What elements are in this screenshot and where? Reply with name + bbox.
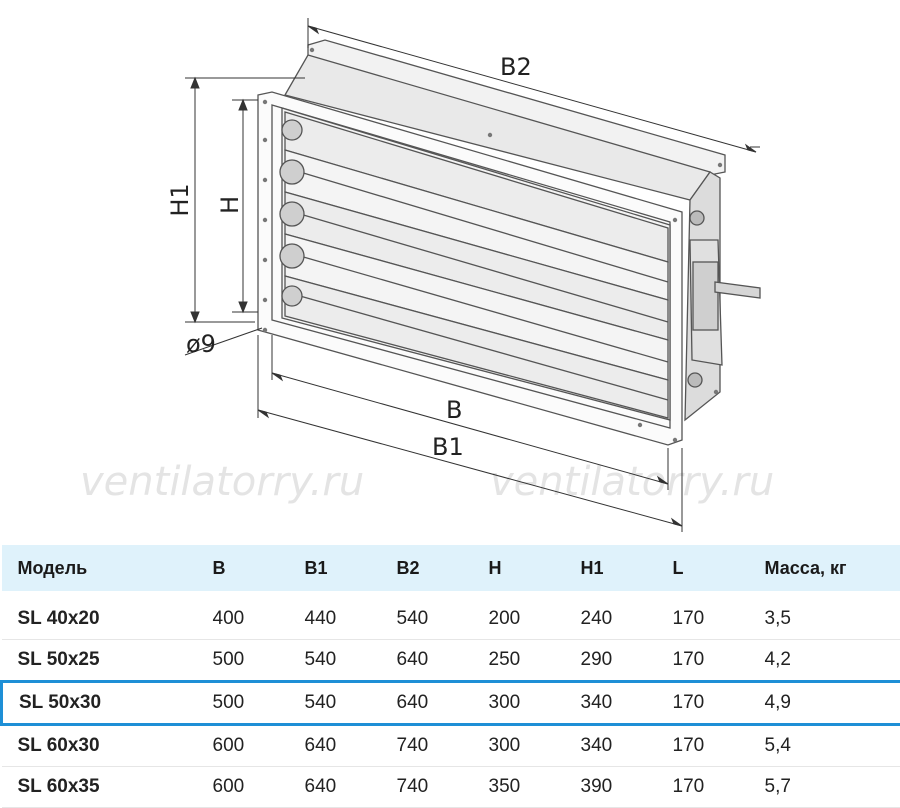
cell-b: 400 [197, 599, 289, 640]
watermark-text: ventilatorry.ru [80, 459, 364, 505]
cell-mass: 4,2 [749, 640, 900, 682]
cell-mass: 4,9 [749, 682, 900, 725]
cell-h: 250 [473, 640, 565, 682]
cell-l: 170 [657, 767, 749, 808]
damper-drawing: ventilatorry.ru ventilatorry.ru [0, 0, 900, 540]
cell-h: 350 [473, 767, 565, 808]
cell-mass: 5,4 [749, 725, 900, 767]
watermark-text: ventilatorry.ru [490, 459, 774, 505]
watermark: ventilatorry.ru ventilatorry.ru [80, 459, 774, 505]
cell-h1: 390 [565, 767, 657, 808]
cell-model: SL 60x30 [2, 725, 197, 767]
cell-h: 300 [473, 725, 565, 767]
cell-model: SL 50x30 [2, 682, 197, 725]
header-b1: B1 [289, 545, 381, 591]
cell-b: 500 [197, 640, 289, 682]
header-b: B [197, 545, 289, 591]
header-mass: Масса, кг [749, 545, 900, 591]
cell-h1: 340 [565, 725, 657, 767]
spec-table: Модель B B1 B2 H H1 L Масса, кг SL 40x20… [0, 545, 900, 808]
header-model: Модель [2, 545, 197, 591]
cell-b1: 640 [289, 767, 381, 808]
cell-b2: 640 [381, 682, 473, 725]
cell-b1: 540 [289, 640, 381, 682]
cell-b2: 740 [381, 725, 473, 767]
cell-h: 300 [473, 682, 565, 725]
cell-b: 600 [197, 725, 289, 767]
label-b1: B1 [432, 433, 464, 461]
cell-h1: 290 [565, 640, 657, 682]
header-l: L [657, 545, 749, 591]
cell-model: SL 50x25 [2, 640, 197, 682]
cell-l: 170 [657, 640, 749, 682]
cell-b1: 640 [289, 725, 381, 767]
cell-b2: 740 [381, 767, 473, 808]
cell-mass: 5,7 [749, 767, 900, 808]
label-hole: ø9 [186, 330, 216, 358]
cell-b: 500 [197, 682, 289, 725]
cell-b1: 540 [289, 682, 381, 725]
cell-mass: 3,5 [749, 599, 900, 640]
header-b2: B2 [381, 545, 473, 591]
label-h: H [216, 196, 244, 214]
cell-l: 170 [657, 725, 749, 767]
cell-h: 200 [473, 599, 565, 640]
cell-model: SL 40x20 [2, 599, 197, 640]
cell-model: SL 60x35 [2, 767, 197, 808]
cell-l: 170 [657, 682, 749, 725]
cell-h1: 340 [565, 682, 657, 725]
cell-b2: 640 [381, 640, 473, 682]
cell-b1: 440 [289, 599, 381, 640]
header-h1: H1 [565, 545, 657, 591]
header-h: H [473, 545, 565, 591]
cell-l: 170 [657, 599, 749, 640]
cell-b: 600 [197, 767, 289, 808]
label-h1: H1 [166, 183, 194, 216]
label-b2: B2 [500, 53, 532, 81]
table-header: Модель B B1 B2 H H1 L Масса, кг [2, 545, 900, 591]
damper-body [258, 40, 760, 445]
cell-h1: 240 [565, 599, 657, 640]
label-b: B [446, 396, 462, 424]
cell-b2: 540 [381, 599, 473, 640]
